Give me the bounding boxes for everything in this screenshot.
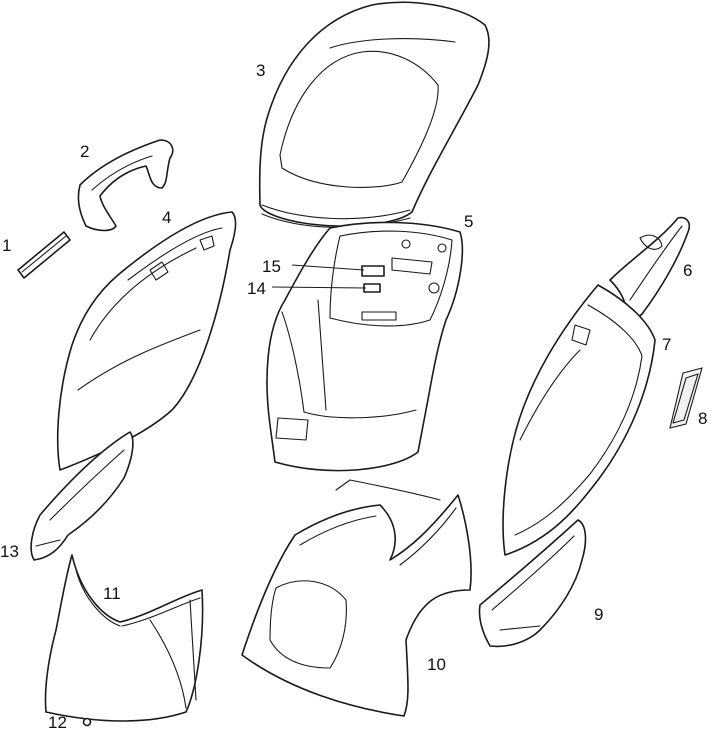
- part-11-front-lower-panel: [44, 554, 204, 722]
- callout-6: 6: [683, 261, 692, 280]
- callout-2: 2: [80, 142, 89, 161]
- callout-10: 10: [427, 655, 446, 674]
- callout-15: 15: [262, 257, 281, 276]
- callout-14: 14: [247, 279, 266, 298]
- part-7-right-side-cover: [502, 284, 656, 556]
- callout-13: 13: [0, 542, 19, 561]
- part-4-left-side-cover: [56, 211, 237, 471]
- callout-4: 4: [162, 208, 171, 227]
- part-10-floor-panel: [241, 479, 472, 717]
- callout-11: 11: [103, 584, 121, 603]
- part-12-screw: [82, 717, 92, 727]
- part-15-fastener: [291, 264, 385, 277]
- callout-8: 8: [698, 409, 707, 428]
- callout-5: 5: [464, 212, 473, 231]
- callout-9: 9: [594, 605, 603, 624]
- part-13-lower-left-bracket: [30, 431, 134, 561]
- callout-3: 3: [256, 61, 265, 80]
- callout-1: 1: [2, 236, 11, 255]
- part-9-lower-right-bracket: [478, 519, 587, 648]
- part-2-grab-handle: [77, 139, 174, 232]
- part-8-emblem: [669, 367, 703, 429]
- callout-12: 12: [48, 713, 67, 732]
- part-3-seat: [258, 1, 490, 228]
- callout-7: 7: [662, 335, 671, 354]
- part-14-fastener: [271, 283, 381, 293]
- part-1-trim-strip: [17, 231, 71, 279]
- part-5-storage-compartment: [266, 221, 464, 472]
